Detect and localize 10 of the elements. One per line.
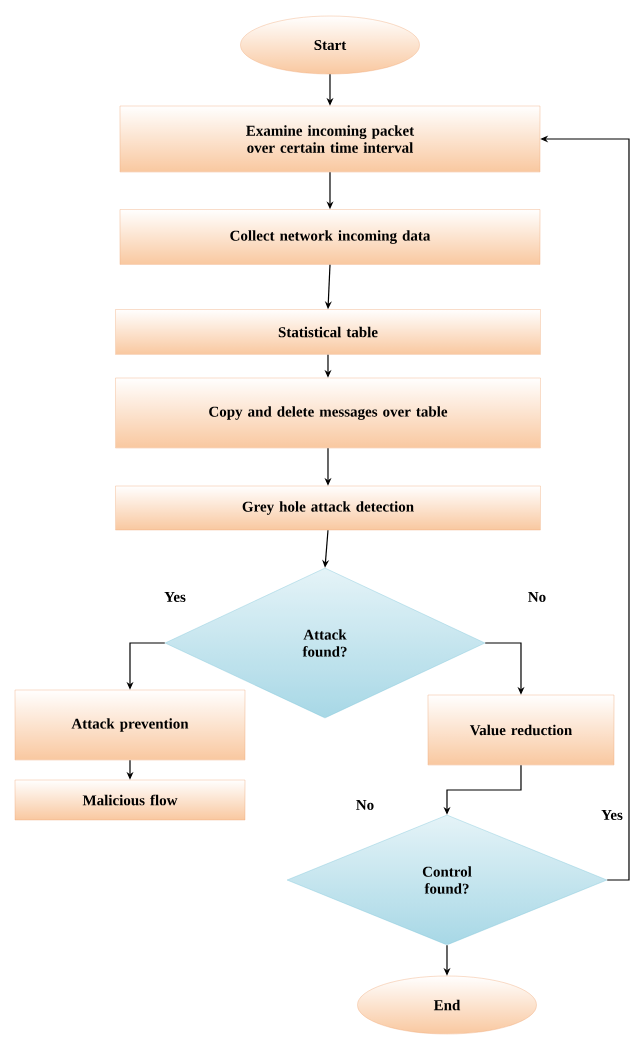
edge-label: Yes xyxy=(163,591,187,603)
process-box: Examine incoming packet over certain time interval xyxy=(119,105,541,173)
process-box: Grey hole attack detection xyxy=(115,485,541,531)
process-box: Statistical table xyxy=(115,309,541,355)
process-box: Attack prevention xyxy=(14,689,246,761)
process-box: Malicious flow xyxy=(14,779,246,821)
process-box: Collect network incoming data xyxy=(119,209,541,265)
process-box: Value reduction xyxy=(427,694,615,766)
edge-label: No xyxy=(526,591,548,603)
process-box: Copy and delete messages over table xyxy=(115,377,541,449)
